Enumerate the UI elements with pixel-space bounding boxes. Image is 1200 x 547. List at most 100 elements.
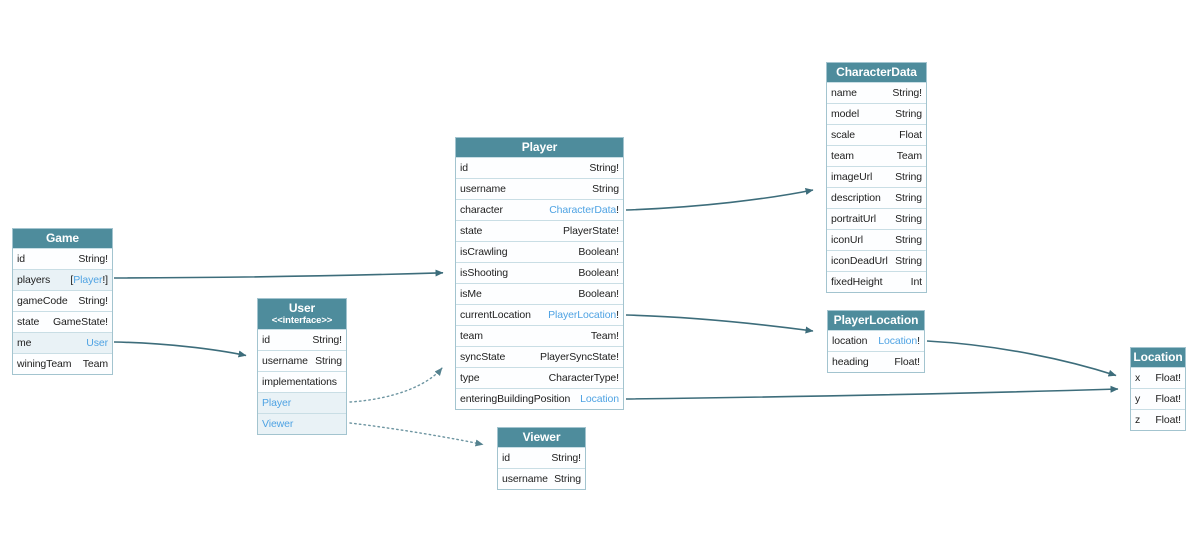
- field-type: PlayerState!: [563, 221, 619, 241]
- type-text: String: [315, 355, 342, 367]
- field-row-player-isShooting[interactable]: isShooting Boolean!: [456, 262, 623, 283]
- field-name: state: [460, 225, 483, 237]
- table-header-player[interactable]: Player: [456, 138, 623, 157]
- type-text: String!: [551, 452, 581, 464]
- table-header-playerlocation[interactable]: PlayerLocation: [828, 311, 924, 330]
- field-type: String!: [78, 249, 108, 269]
- field-name: isShooting: [460, 267, 509, 279]
- field-type: Int: [911, 272, 922, 292]
- field-name: isCrawling: [460, 246, 508, 258]
- field-name: username: [502, 473, 548, 485]
- field-row-game-me[interactable]: me User: [13, 332, 112, 353]
- table-header-location[interactable]: Location: [1131, 348, 1185, 367]
- edge-user-viewer-implementation: [349, 422, 484, 447]
- field-type: Boolean!: [578, 263, 619, 283]
- field-row-user-Viewer[interactable]: Viewer: [258, 413, 346, 434]
- field-row-player-state[interactable]: state PlayerState!: [456, 220, 623, 241]
- field-name: name: [831, 87, 857, 99]
- type-text: !]: [102, 274, 108, 286]
- field-row-game-players[interactable]: players[Player!]: [13, 269, 112, 290]
- edge-game-me-to-user: [113, 341, 247, 358]
- type-link[interactable]: Location: [580, 393, 619, 405]
- field-name: isMe: [460, 288, 482, 300]
- field-type: Location!: [878, 331, 920, 351]
- field-name: type: [460, 372, 480, 384]
- type-text: String!: [78, 253, 108, 265]
- field-type: Float!: [1155, 389, 1181, 409]
- type-text: String: [895, 171, 922, 183]
- type-text: String!: [589, 162, 619, 174]
- table-header-game[interactable]: Game: [13, 229, 112, 248]
- field-type: Team!: [591, 326, 619, 346]
- field-name: username: [460, 183, 506, 195]
- field-name: scale: [831, 129, 856, 141]
- type-text: String!: [78, 295, 108, 307]
- implementation-type-link[interactable]: Player: [262, 397, 292, 409]
- field-row-playerlocation-location[interactable]: location Location!: [828, 330, 924, 351]
- table-header-viewer[interactable]: Viewer: [498, 428, 585, 447]
- type-text: Team: [82, 358, 108, 370]
- type-link[interactable]: User: [86, 337, 108, 349]
- field-type: Team: [897, 146, 922, 166]
- edge-playerlocation-location-to-location: [926, 340, 1117, 377]
- field-row-user-implementations[interactable]: implementations: [258, 371, 346, 392]
- type-text: Float!: [1155, 414, 1181, 426]
- type-link[interactable]: Player: [73, 274, 103, 286]
- implementation-type-link[interactable]: Viewer: [262, 418, 294, 430]
- field-row-user-Player[interactable]: Player: [258, 392, 346, 413]
- field-name: me: [17, 337, 32, 349]
- table-header-user[interactable]: User<<interface>>: [258, 299, 346, 329]
- field-type: Boolean!: [578, 284, 619, 304]
- edge-user-player-implementation: [349, 367, 443, 403]
- type-link[interactable]: PlayerLocation: [548, 309, 617, 321]
- field-type: PlayerLocation!: [548, 305, 619, 325]
- field-name: state: [17, 316, 40, 328]
- field-type: String: [895, 167, 922, 187]
- type-text: Team!: [590, 330, 619, 342]
- field-row-player-isMe[interactable]: isMe Boolean!: [456, 283, 623, 304]
- type-link[interactable]: Location: [878, 335, 918, 347]
- type-text: String: [895, 234, 922, 246]
- table-header-characterdata[interactable]: CharacterData: [827, 63, 926, 82]
- type-link[interactable]: CharacterData: [549, 204, 617, 216]
- field-name: location: [832, 335, 868, 347]
